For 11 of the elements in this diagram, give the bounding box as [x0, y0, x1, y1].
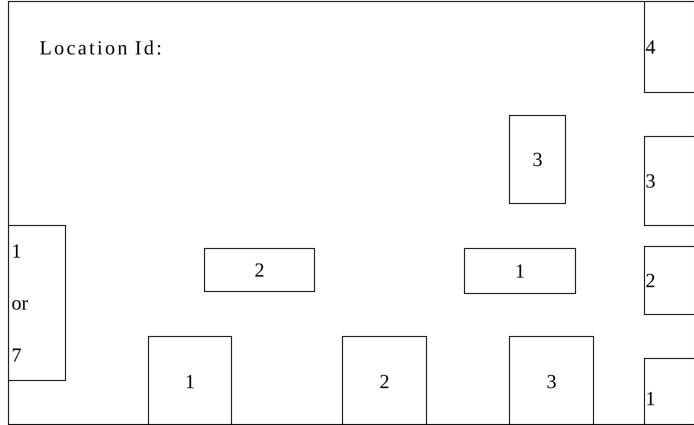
location-box: 3 [509, 115, 566, 204]
location-box: 3 [509, 336, 594, 425]
location-box: 1 or 7 [8, 225, 66, 381]
location-box: 2 [644, 246, 694, 315]
location-box: 1 [464, 248, 576, 294]
location-box: 4 [644, 1, 694, 93]
location-box: 1 [148, 336, 232, 425]
location-box: 1 [644, 358, 694, 425]
location-box: 2 [204, 248, 315, 292]
location-box: 2 [342, 336, 427, 425]
location-box: 3 [644, 136, 694, 226]
